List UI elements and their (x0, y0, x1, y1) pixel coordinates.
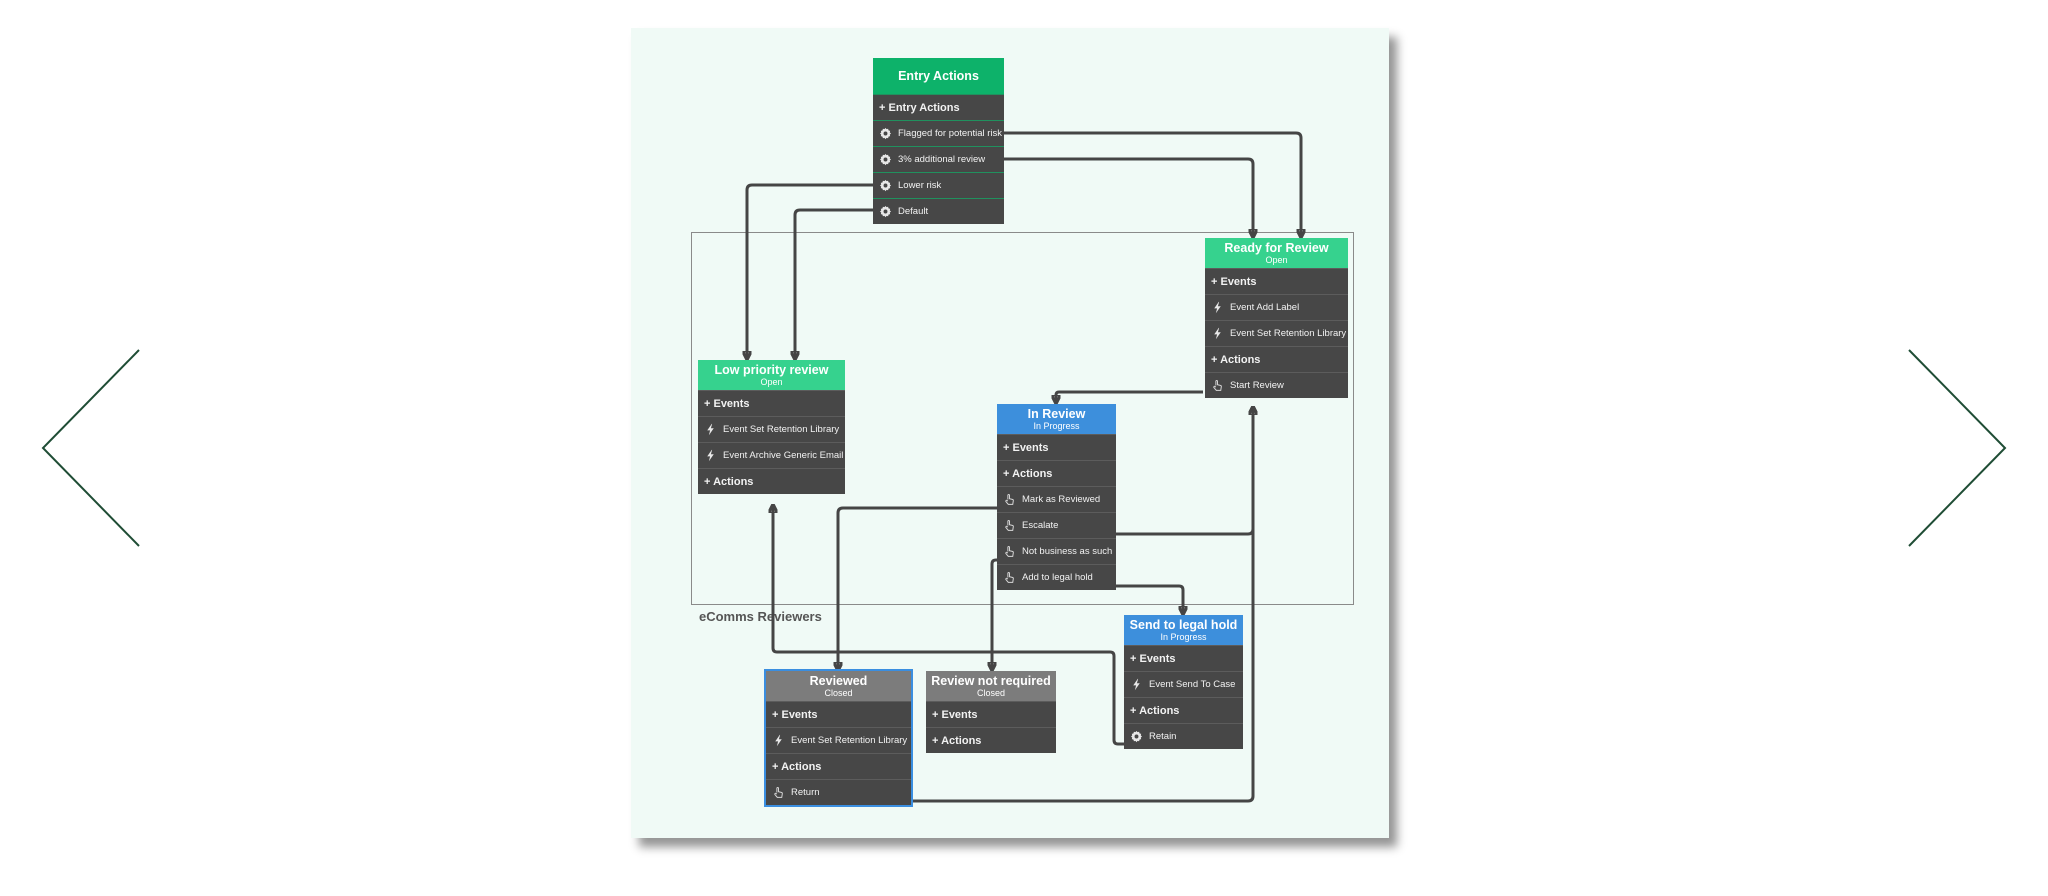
section-actions[interactable]: + Actions (766, 753, 911, 779)
entry-item-lower-risk[interactable]: Lower risk (873, 172, 1004, 198)
node-status: Open (1265, 255, 1288, 265)
node-status: Open (760, 377, 783, 387)
action-return[interactable]: Return (766, 779, 911, 805)
action-add-legal-hold[interactable]: Add to legal hold (997, 564, 1116, 590)
edge-start-review (1056, 390, 1203, 402)
action-not-business[interactable]: Not business as such (997, 538, 1116, 564)
group-boundary (691, 232, 1354, 605)
lightning-icon (1211, 301, 1224, 314)
transition-edges (631, 131, 1389, 803)
section-events[interactable]: + Events (997, 434, 1116, 460)
hand-pointer-icon (1003, 571, 1016, 584)
event-set-retention[interactable]: Event Set Retention Library (766, 727, 911, 753)
section-events[interactable]: + Events (926, 701, 1056, 727)
node-status: In Progress (1033, 421, 1080, 431)
event-add-label[interactable]: Event Add Label (1205, 294, 1348, 320)
chevron-left-icon (41, 349, 140, 547)
edge-lowrisk-to-low (747, 183, 874, 358)
section-events[interactable]: + Events (1124, 645, 1243, 671)
lightning-icon (704, 423, 717, 436)
entry-actions-node[interactable]: Entry Actions + Entry Actions Flagged fo… (873, 58, 1004, 224)
entry-item-flagged[interactable]: Flagged for potential risk (873, 120, 1004, 146)
gear-icon (879, 179, 892, 192)
node-status: In Progress (1160, 632, 1207, 642)
action-escalate[interactable]: Escalate (997, 512, 1116, 538)
node-title: Reviewed (809, 674, 868, 688)
hand-pointer-icon (772, 786, 785, 799)
action-mark-reviewed[interactable]: Mark as Reviewed (997, 486, 1116, 512)
edge-additional-to-ready (1003, 157, 1253, 236)
entry-item-additional[interactable]: 3% additional review (873, 146, 1004, 172)
action-retain[interactable]: Retain (1124, 723, 1243, 749)
node-title: Send to legal hold (1129, 618, 1238, 632)
event-set-retention[interactable]: Event Set Retention Library (1205, 320, 1348, 346)
node-title: Ready for Review (1224, 241, 1329, 255)
section-actions[interactable]: + Actions (997, 460, 1116, 486)
gear-icon (1130, 730, 1143, 743)
node-status: Closed (824, 688, 853, 698)
event-archive-email[interactable]: Event Archive Generic Email (698, 442, 845, 468)
hand-pointer-icon (1003, 545, 1016, 558)
hand-pointer-icon (1003, 519, 1016, 532)
section-events[interactable]: + Events (766, 701, 911, 727)
edge-return (910, 408, 1253, 803)
previous-arrow-button[interactable] (38, 346, 148, 550)
edge-not-business (992, 558, 998, 669)
node-title: Review not required (931, 674, 1051, 688)
edge-flagged-to-ready (1003, 131, 1301, 236)
event-set-retention[interactable]: Event Set Retention Library (698, 416, 845, 442)
lightning-icon (1211, 327, 1224, 340)
section-actions[interactable]: + Actions (1205, 346, 1348, 372)
lightning-icon (1130, 678, 1143, 691)
section-actions[interactable]: + Actions (698, 468, 845, 494)
gear-icon (879, 127, 892, 140)
section-events[interactable]: + Events (1205, 268, 1348, 294)
hand-pointer-icon (1211, 379, 1224, 392)
edge-retain (773, 506, 1125, 746)
gear-icon (879, 205, 892, 218)
node-title: Entry Actions (898, 69, 979, 83)
workflow-diagram-canvas: eComms Reviewers Entry Actions + Entry A… (631, 28, 1389, 838)
edge-default-to-low (795, 208, 874, 358)
node-status: Closed (976, 688, 1005, 698)
node-title: In Review (1027, 407, 1086, 421)
chevron-right-icon (1908, 349, 2007, 547)
edge-legal-hold (1115, 584, 1183, 613)
section-entry-actions[interactable]: + Entry Actions (873, 94, 1004, 120)
edge-escalate (1115, 408, 1253, 536)
entry-item-default[interactable]: Default (873, 198, 1004, 224)
section-actions[interactable]: + Actions (1124, 697, 1243, 723)
lightning-icon (772, 734, 785, 747)
edge-mark-reviewed (838, 506, 998, 669)
action-start-review[interactable]: Start Review (1205, 372, 1348, 398)
section-actions[interactable]: + Actions (926, 727, 1056, 753)
gear-icon (879, 153, 892, 166)
next-arrow-button[interactable] (1904, 346, 2014, 550)
section-events[interactable]: + Events (698, 390, 845, 416)
node-title: Low priority review (714, 363, 829, 377)
lightning-icon (704, 449, 717, 462)
event-send-to-case[interactable]: Event Send To Case (1124, 671, 1243, 697)
group-label: eComms Reviewers (699, 609, 822, 624)
hand-pointer-icon (1003, 493, 1016, 506)
